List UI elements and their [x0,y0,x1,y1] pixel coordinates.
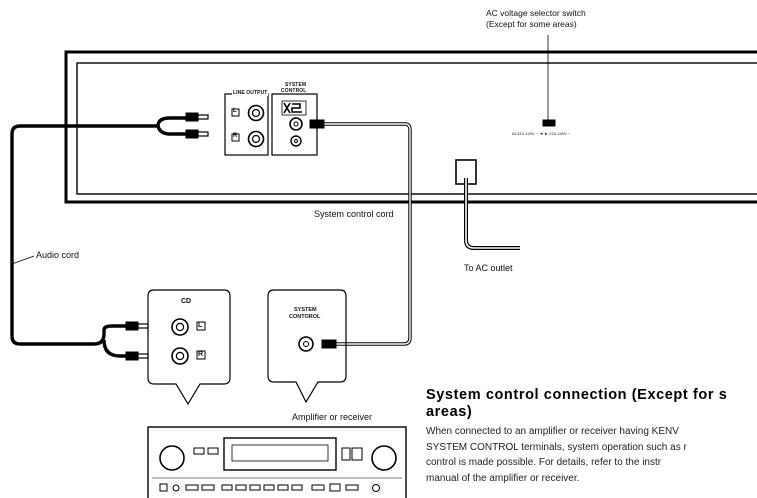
amp-system-control-panel [267,289,347,404]
amp-cd-r-label: R [198,351,204,358]
amp-cd-l-label: L [198,322,203,329]
section-title-line2: areas) [426,404,473,420]
amp-cd-jack-l[interactable] [171,318,189,336]
system-control-cord [322,122,412,346]
ac-power-cord [464,178,520,250]
line-output-l-label: L [233,108,237,114]
line-output-r-label: R [233,133,238,139]
audio-cord-label: Audio cord [36,250,80,260]
rca-plug-unit-r [185,129,199,139]
line-output-jack-r[interactable] [247,130,265,148]
unit-system-control-jack-2[interactable] [290,135,302,147]
unit-rear-panel-inner [76,62,757,195]
to-ac-outlet-label: To AC outlet [464,263,513,273]
amp-system-control-jack[interactable] [298,336,314,352]
line-output-label: LINE OUTPUT [232,90,269,96]
line-output-jack-l[interactable] [247,104,265,122]
section-title-line1: System control connection (Except for s [426,387,728,403]
amplifier-or-receiver-label: Amplifier or receiver [292,412,373,422]
amp-display [223,437,337,471]
rca-plug-amp-l [125,321,139,331]
system-control-section: System control connection (Except for s … [426,387,757,486]
unit-system-control-label-line1: SYSTEM [285,82,307,88]
amp-cd-panel [147,289,231,406]
section-body: When connected to an amplifier or receiv… [426,426,687,484]
amp-cd-jack-r[interactable] [171,347,189,365]
amp-system-control-label-line2: CONTOROL [289,314,321,320]
rca-plug-amp-r [125,351,139,361]
ac-switch-label-line2: (Except for some areas) [486,19,577,29]
xs-logo-icon [283,102,302,114]
audio-cord [10,116,188,346]
ac-switch-label-line1: AC voltage selector switch [486,8,586,18]
amp-left-knob-icon [159,445,185,471]
amp-right-knob-icon [371,445,397,471]
amp-cd-label: CD [181,298,192,305]
amplifier-body [147,426,407,498]
unit-system-control-jack-1[interactable] [289,117,303,131]
voltage-scale-label: AC110-120V ~ ◄ ► 220-240V ~ [512,131,571,136]
rca-plug-unit-l [185,112,199,122]
line-output-block [224,93,269,156]
amp-system-control-label-line1: SYSTEM [294,307,317,313]
unit-system-control-label-line2: CONTROL [281,88,307,94]
ac-voltage-switch[interactable] [542,119,556,127]
system-control-cord-label: System control cord [314,209,394,219]
audio-cord-leader [11,255,35,265]
section-title: System control connection (Except for s … [426,387,757,421]
